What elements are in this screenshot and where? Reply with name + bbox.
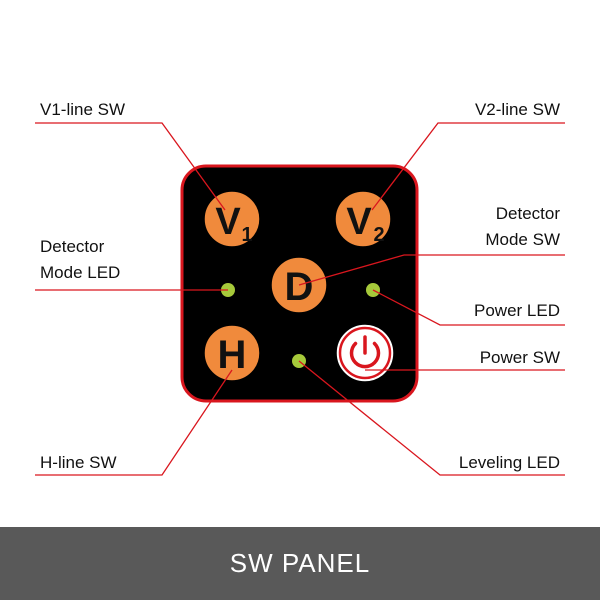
v1-letter: V bbox=[215, 201, 241, 243]
label-power-sw: Power SW bbox=[480, 348, 560, 367]
leader-line-h-line bbox=[35, 369, 233, 476]
d-letter: D bbox=[285, 265, 314, 309]
v1-subscript: 1 bbox=[241, 224, 252, 246]
label-detector-mode-sw-line1: Detector bbox=[496, 204, 561, 223]
footer-banner bbox=[0, 527, 600, 600]
leader-line-v1 bbox=[35, 122, 226, 211]
power-icon bbox=[349, 335, 381, 369]
power-switch[interactable] bbox=[335, 323, 395, 383]
label-h-line-sw: H-line SW bbox=[40, 453, 117, 472]
footer-title: SW PANEL bbox=[230, 548, 370, 578]
leader-line-v2 bbox=[371, 122, 565, 211]
h-line-switch[interactable]: H bbox=[203, 324, 261, 382]
v2-line-switch[interactable]: V 2 bbox=[334, 190, 392, 248]
label-detector-mode-sw-line2: Mode SW bbox=[485, 230, 560, 249]
label-v2-line-sw: V2-line SW bbox=[475, 100, 560, 119]
label-v1-line-sw: V1-line SW bbox=[40, 100, 125, 119]
label-leveling-led: Leveling LED bbox=[459, 453, 560, 472]
h-letter: H bbox=[218, 333, 247, 377]
leader-line-leveling-led bbox=[298, 360, 565, 476]
label-detector-mode-led-line2: Mode LED bbox=[40, 263, 120, 282]
v2-letter: V bbox=[346, 201, 372, 243]
v2-subscript: 2 bbox=[373, 224, 384, 246]
leader-line-detector-mode-sw bbox=[298, 254, 565, 286]
leader-line-power-led bbox=[372, 289, 565, 326]
v1-line-switch[interactable]: V 1 bbox=[203, 190, 261, 248]
label-power-led: Power LED bbox=[474, 301, 560, 320]
label-detector-mode-led-line1: Detector bbox=[40, 237, 105, 256]
